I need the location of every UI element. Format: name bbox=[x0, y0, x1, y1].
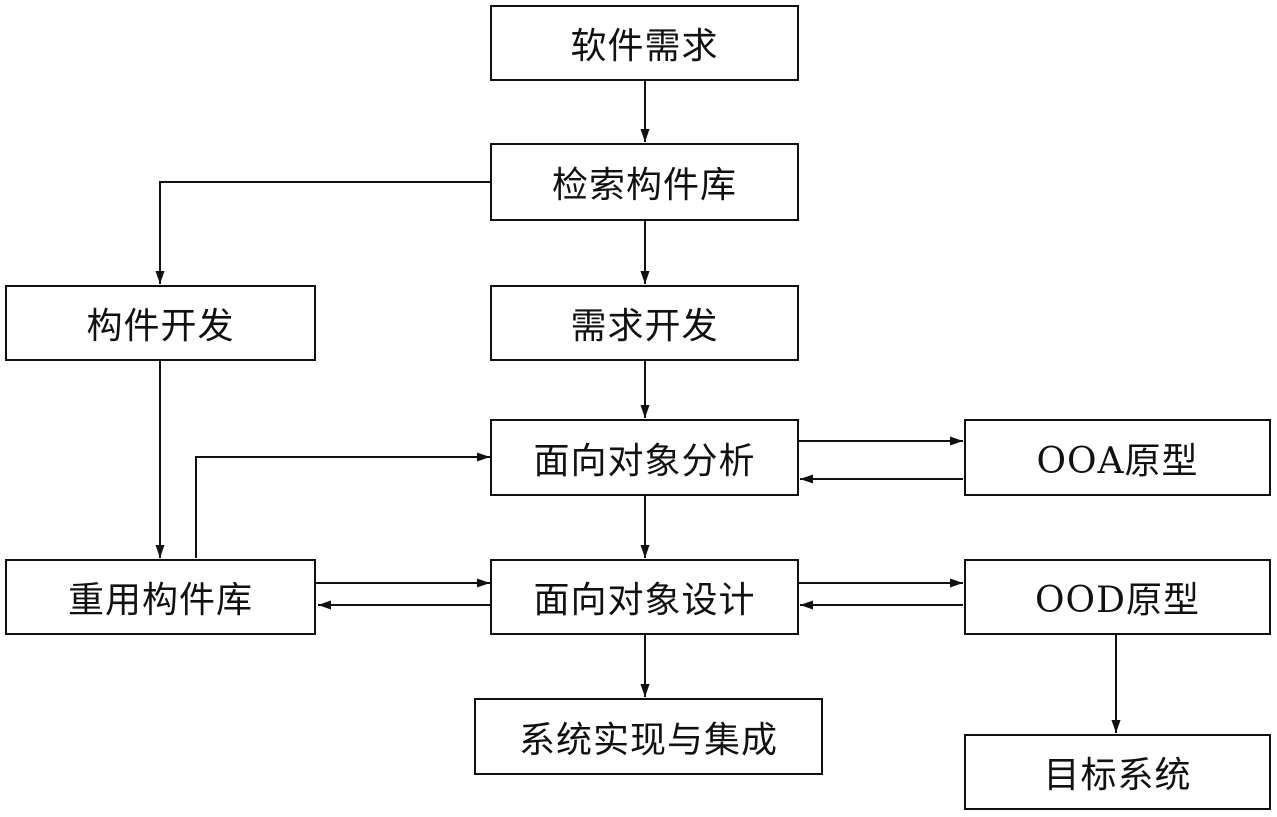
node-reuse-component-library: 重用构件库 bbox=[5, 559, 316, 635]
node-system-implementation-integration: 系统实现与集成 bbox=[474, 698, 823, 775]
node-requirements-development: 需求开发 bbox=[490, 285, 799, 361]
node-ooa: 面向对象分析 bbox=[490, 419, 799, 496]
node-software-requirements: 软件需求 bbox=[490, 5, 799, 81]
node-search-component-library: 检索构件库 bbox=[490, 143, 799, 221]
arrow-reuse-lib-to-ooa bbox=[195, 452, 490, 558]
node-target-system: 目标系统 bbox=[964, 734, 1271, 810]
node-ood-prototype: OOD原型 bbox=[964, 559, 1271, 635]
arrow-search-to-component-dev bbox=[155, 181, 490, 284]
node-ood: 面向对象设计 bbox=[490, 559, 799, 635]
node-component-development: 构件开发 bbox=[5, 285, 316, 361]
node-ooa-prototype: OOA原型 bbox=[964, 419, 1271, 496]
